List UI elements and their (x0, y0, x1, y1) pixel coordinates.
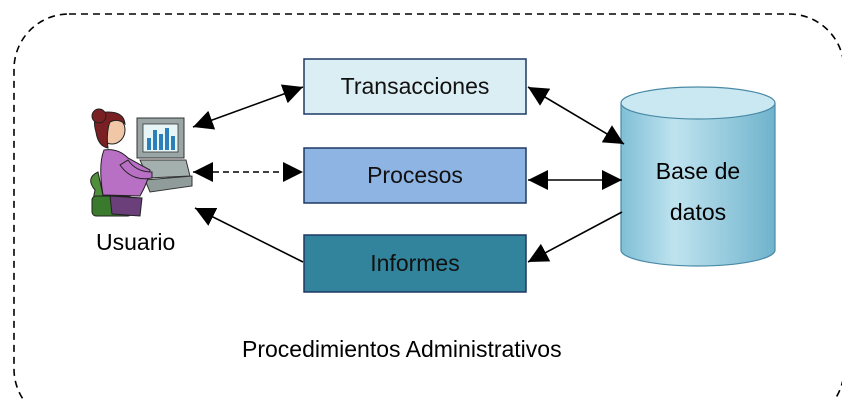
database-label-line1: Base de (655, 158, 741, 184)
arrow-transacciones-database (527, 86, 625, 145)
transacciones-label: Transacciones (340, 73, 490, 99)
boundary-label: Procedimientos Administrativos (242, 336, 562, 362)
procesos-box (303, 147, 527, 204)
informes-box (303, 234, 527, 293)
arrow-database-informes (527, 211, 623, 263)
arrow-informes-user (194, 207, 304, 263)
user-at-computer-icon (90, 108, 193, 217)
procesos-label: Procesos (367, 162, 463, 188)
database-label-line2: datos (669, 199, 727, 225)
user-label: Usuario (96, 229, 176, 255)
arrow-user-transacciones (192, 84, 304, 130)
database-cylinder (620, 86, 776, 267)
informes-label: Informes (370, 250, 460, 276)
transacciones-box (303, 58, 527, 115)
boundary-dashed-frame (13, 13, 842, 405)
